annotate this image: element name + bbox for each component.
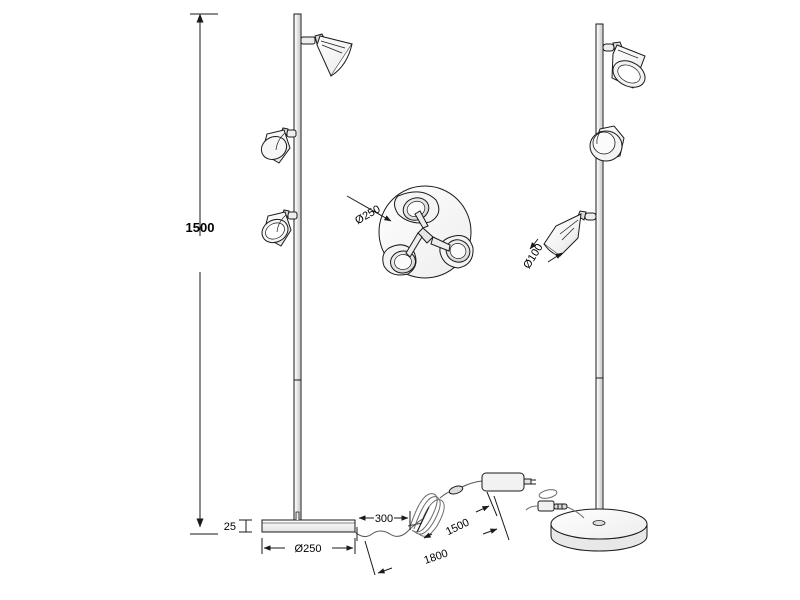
dimension-cable-1500 — [416, 491, 498, 539]
dimension-spot-diameter — [529, 238, 563, 263]
left-lamp-spot-top — [300, 33, 353, 78]
shade-highlight-a — [320, 40, 346, 49]
pole-socket — [592, 520, 606, 526]
ext-a — [364, 540, 376, 576]
dimension-topview-diameter — [346, 195, 392, 222]
left-lamp-pole — [293, 13, 302, 527]
connector-body — [537, 500, 555, 512]
dim-arrow-b — [475, 505, 490, 513]
cable-small-loop — [538, 489, 558, 499]
coil-loop-1 — [409, 493, 438, 533]
shade-highlight-b — [561, 227, 575, 241]
inline-switch — [448, 485, 464, 495]
connector-to-base — [566, 506, 585, 519]
ext-b — [486, 491, 498, 517]
dim-arrow-a — [423, 532, 433, 539]
right-lamp-spot-middle — [589, 125, 625, 162]
dimension-height-1500 — [190, 13, 218, 535]
right-lamp-base — [550, 508, 648, 552]
dim-arrow-a — [529, 238, 539, 250]
ext-b — [493, 495, 510, 541]
adapter-neck — [523, 478, 532, 485]
shade-highlight-a — [559, 219, 579, 235]
spot-arm — [584, 212, 597, 221]
cable-run — [354, 517, 425, 538]
connector-cable — [525, 505, 539, 511]
right-lamp-pole — [595, 23, 604, 533]
coil-loop-2 — [413, 496, 441, 535]
left-lamp-elevation — [260, 13, 356, 533]
cable-detail — [354, 472, 585, 538]
dc-connector — [525, 500, 585, 519]
dimension-cable-300 — [356, 511, 411, 541]
dim-label-cable-300: 300 — [375, 513, 393, 525]
spot-ring-c-inner — [394, 254, 412, 270]
arm-a — [414, 210, 429, 229]
spot-aperture — [260, 136, 288, 160]
dim-arrow-a — [377, 567, 393, 574]
spot-ring-b-inner — [449, 243, 467, 259]
spot-arm — [300, 36, 316, 45]
top-view-three-spots — [378, 185, 474, 279]
arm-c — [405, 232, 423, 258]
left-lamp-base — [261, 511, 356, 533]
power-adapter — [481, 472, 536, 492]
spot-arm — [286, 129, 297, 138]
spot-arm — [287, 211, 298, 220]
shade-highlight — [275, 132, 286, 151]
top-view-hub-arms — [405, 210, 451, 258]
right-lamp-spot-top — [602, 41, 646, 89]
spot-arm — [602, 43, 615, 52]
spot-inner-ring — [265, 222, 285, 240]
connector-barrel — [553, 503, 568, 510]
pole-socket — [295, 511, 300, 520]
spot-inner-ring — [592, 131, 616, 155]
dim-label-base-diameter: Ø250 — [295, 543, 322, 555]
dim-label-height: 1500 — [186, 220, 215, 235]
dim-arrow-b — [482, 528, 498, 535]
shade-highlight — [276, 214, 287, 233]
dimension-base-thickness — [239, 519, 252, 533]
right-lamp-elevation — [543, 23, 648, 552]
dim-label-base-thickness: 25 — [224, 521, 236, 533]
ext-a — [416, 506, 430, 533]
hub — [417, 227, 434, 244]
cable-to-adapter — [461, 480, 483, 488]
dimension-cable-1800 — [364, 495, 510, 576]
adapter-body — [481, 472, 525, 492]
left-lamp-spot-lower — [261, 209, 298, 247]
base-slab — [261, 519, 356, 533]
shade-highlight-b — [321, 44, 343, 54]
shade-highlight — [617, 49, 639, 59]
dimension-base-diameter — [261, 538, 356, 554]
dim-arrow-b — [547, 252, 563, 263]
spot-aperture — [330, 43, 353, 77]
spot-inner-ring — [617, 64, 641, 84]
arm-b — [430, 236, 451, 252]
leader-line — [346, 195, 392, 222]
shade-highlight — [596, 130, 602, 145]
left-lamp-spot-middle — [260, 127, 297, 164]
